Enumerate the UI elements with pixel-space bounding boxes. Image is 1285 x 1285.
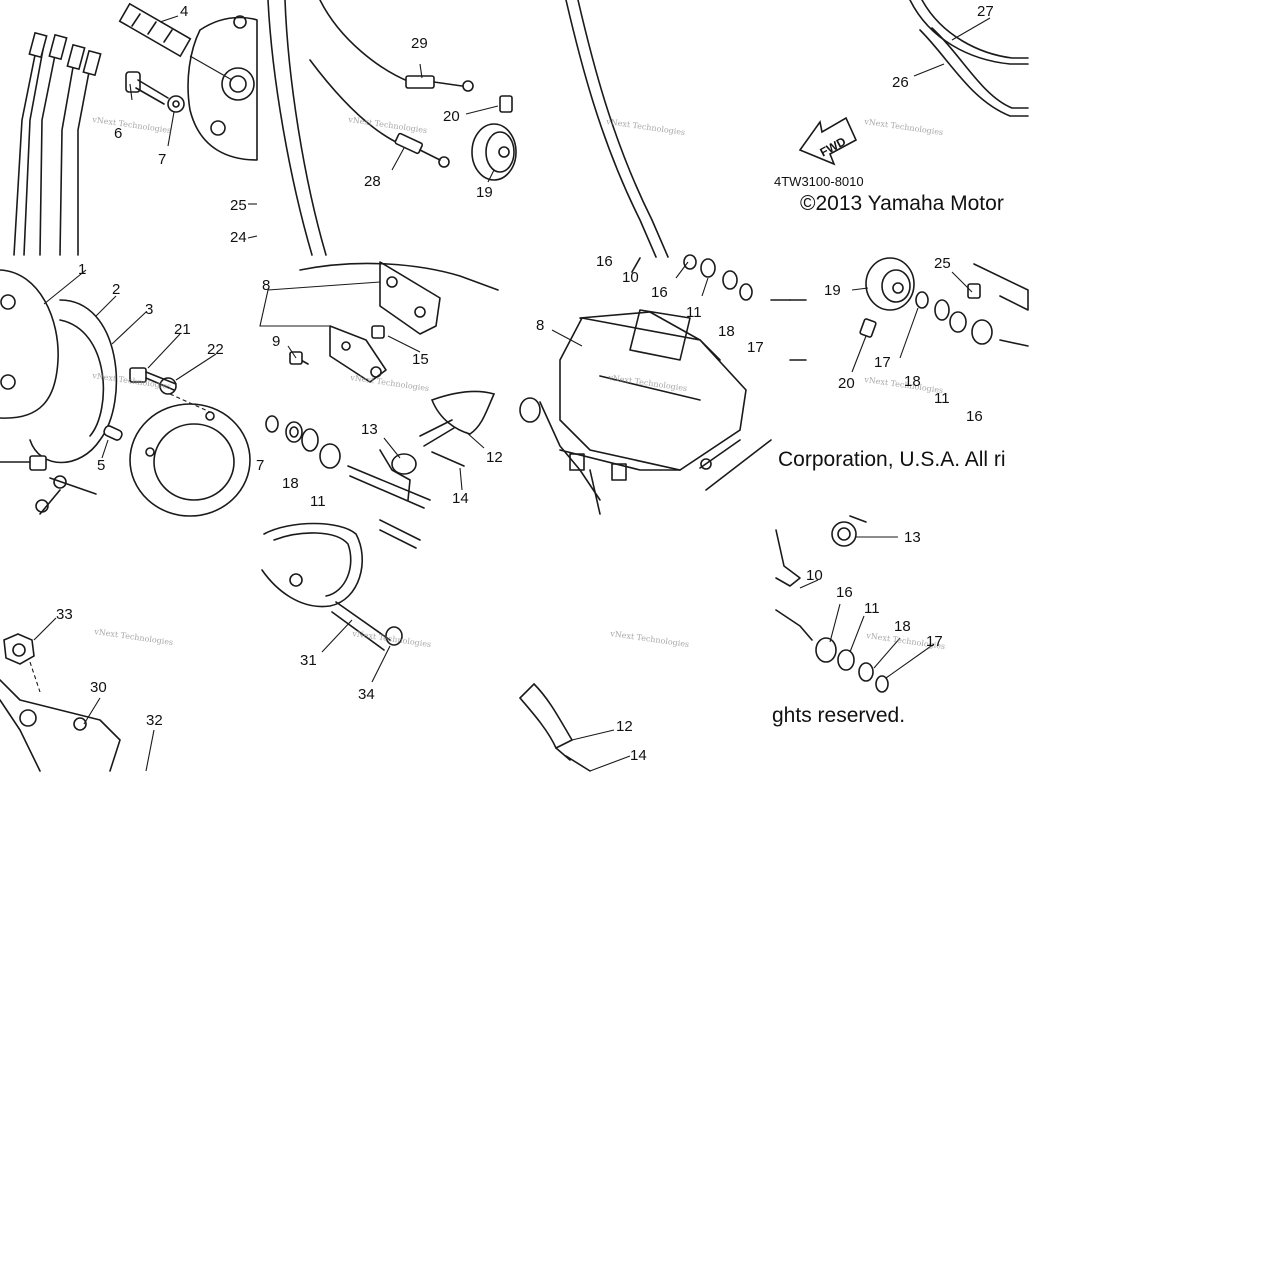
tile-cylinder-gasket — [0, 269, 251, 517]
callout-17c: 17 — [926, 633, 943, 650]
watermark: vNext Technologies — [351, 629, 432, 649]
callout-8: 8 — [262, 277, 270, 294]
callout-16d: 16 — [836, 584, 853, 601]
callout-11: 11 — [310, 493, 326, 510]
callout-17b: 17 — [874, 354, 891, 371]
callout-26: 26 — [892, 74, 909, 91]
callout-30: 30 — [90, 679, 107, 696]
callout-7: 7 — [158, 151, 166, 168]
copyright-line-3: ghts reserved. — [772, 704, 905, 727]
callout-11c: 11 — [934, 390, 950, 407]
watermark: vNext Technologies — [349, 373, 430, 393]
callout-13: 13 — [361, 421, 378, 438]
watermark: vNext Technologies — [609, 629, 690, 649]
tile-hoses-copyright: FWD 4TW3100-8010 ©2013 Yamaha Motor — [774, 0, 1029, 215]
callout-12b: 12 — [616, 718, 633, 735]
callout-21: 21 — [174, 321, 191, 338]
callout-10: 10 — [622, 269, 639, 286]
watermark: vNext Technologies — [93, 627, 174, 647]
part-code: 4TW3100-8010 — [774, 174, 864, 189]
callout-32: 32 — [146, 712, 163, 729]
callout-16: 16 — [596, 253, 613, 270]
callout-31: 31 — [300, 652, 317, 669]
callout-3: 3 — [145, 301, 153, 318]
callout-9: 9 — [272, 333, 280, 350]
callout-16c: 16 — [966, 408, 983, 425]
tile-pulley-nuts: Corporation, U.S.A. All ri — [778, 257, 1029, 471]
callout-18c: 18 — [904, 373, 921, 390]
copyright-line-1: ©2013 Yamaha Motor — [800, 192, 1004, 215]
watermark: vNext Technologies — [347, 115, 428, 135]
copyright-line-2: Corporation, U.S.A. All ri — [778, 448, 1006, 471]
callout-11d: 11 — [864, 600, 880, 617]
callout-4: 4 — [180, 3, 188, 20]
callout-25b: 25 — [934, 255, 951, 272]
callout-19b: 19 — [824, 282, 841, 299]
callout-6: 6 — [114, 125, 122, 142]
callout-18: 18 — [282, 475, 299, 492]
callout-16b: 16 — [651, 284, 668, 301]
tile-lever — [518, 682, 631, 772]
callout-15: 15 — [412, 351, 429, 368]
tile-carb-housing — [519, 254, 791, 515]
callout-18b: 18 — [718, 323, 735, 340]
tile-long-cable — [565, 0, 669, 258]
spark-plug — [118, 2, 192, 58]
callout-14b: 14 — [630, 747, 647, 764]
callout-8b: 8 — [536, 317, 544, 334]
callout-13b: 13 — [904, 529, 921, 546]
callout-17: 17 — [747, 339, 764, 356]
callout-28: 28 — [364, 173, 381, 190]
callout-24: 24 — [230, 229, 247, 246]
tile-cable-ends — [267, 0, 517, 256]
callout-5: 5 — [97, 457, 105, 474]
callout-1: 1 — [78, 261, 86, 278]
tile-cables-head — [13, 2, 258, 256]
callout-27: 27 — [977, 3, 994, 20]
fwd-arrow-icon: FWD — [798, 116, 858, 166]
callout-34: 34 — [358, 686, 375, 703]
tile-bushing-set: ghts reserved. — [772, 515, 935, 727]
callout-20b: 20 — [838, 375, 855, 392]
watermark: vNext Technologies — [605, 117, 686, 137]
callout-11b: 11 — [686, 304, 702, 321]
callout-19: 19 — [476, 184, 493, 201]
callout-33: 33 — [56, 606, 73, 623]
tile-gasket-stud — [261, 519, 421, 683]
callout-29: 29 — [411, 35, 428, 52]
callout-12: 12 — [486, 449, 503, 466]
callout-18d: 18 — [894, 618, 911, 635]
tile-nut-bracket — [0, 617, 155, 772]
callout-22: 22 — [207, 341, 224, 358]
callout-14: 14 — [452, 490, 469, 507]
callout-25: 25 — [230, 197, 247, 214]
callout-7b: 7 — [256, 457, 264, 474]
watermark: vNext Technologies — [91, 115, 172, 135]
callout-20: 20 — [443, 108, 460, 125]
callout-2: 2 — [112, 281, 120, 298]
callouts: 4 6 7 25 24 29 20 28 19 27 26 1 2 3 21 2… — [56, 3, 994, 764]
pulley — [471, 123, 517, 181]
watermark: vNext Technologies — [863, 117, 944, 137]
callout-10b: 10 — [806, 567, 823, 584]
tile-brackets-shaft — [259, 261, 499, 509]
